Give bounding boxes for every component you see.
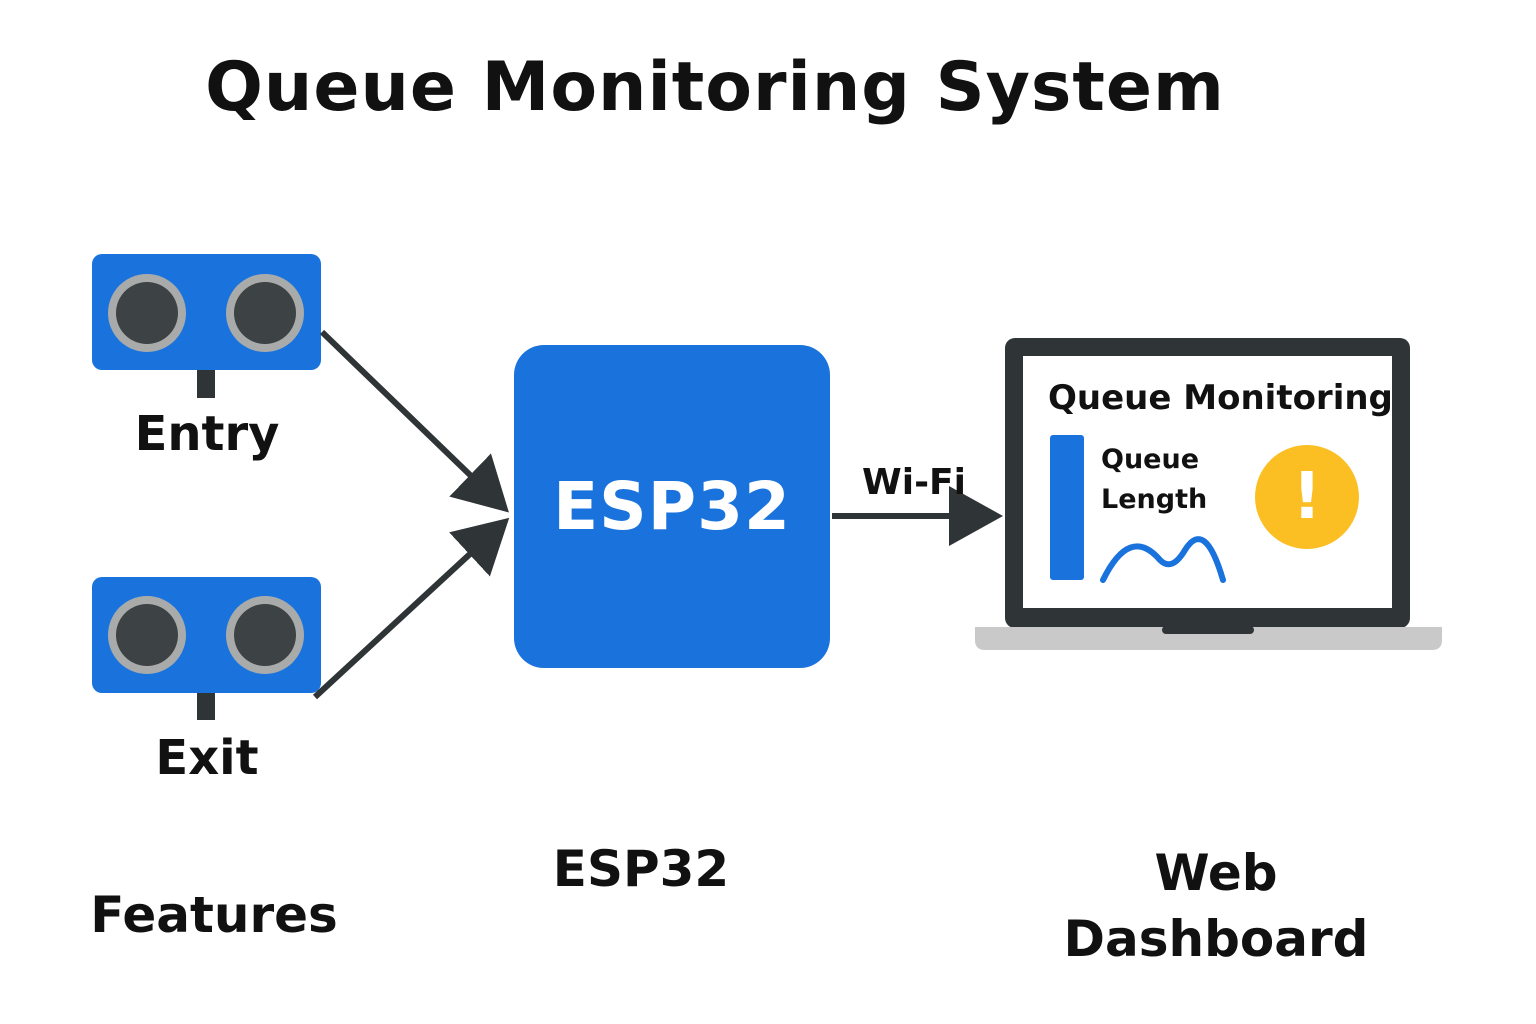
warning-symbol: ! [1292,460,1322,534]
esp32-block-label: ESP32 [553,468,791,545]
warning-icon [1255,445,1359,549]
entry-label: Entry [134,406,280,462]
wifi-label: Wi-Fi [862,462,966,503]
esp32-block: ESP32 [514,345,830,668]
screen-title: Queue Monitoring [1048,378,1393,418]
web-dashboard-caption: Web Dashboard [1056,840,1376,972]
queue-length-line2: Length [1101,484,1208,515]
page-title: Queue Monitoring System [205,48,1225,127]
esp32-caption: ESP32 [552,840,730,898]
exit-arrow [312,517,510,700]
line-chart-icon [1100,536,1226,583]
exit-label: Exit [155,730,259,786]
exit-sensor-icon [92,577,321,720]
entry-sensor-icon [92,254,321,398]
queue-length-bar [1050,435,1084,580]
web-dashboard-line1: Web [1154,844,1278,902]
queue-length-label: Queue Length [1101,440,1207,520]
queue-length-line1: Queue [1101,444,1200,475]
entry-arrow [319,329,509,513]
features-label: Features [90,886,338,944]
web-dashboard-line2: Dashboard [1063,910,1369,968]
